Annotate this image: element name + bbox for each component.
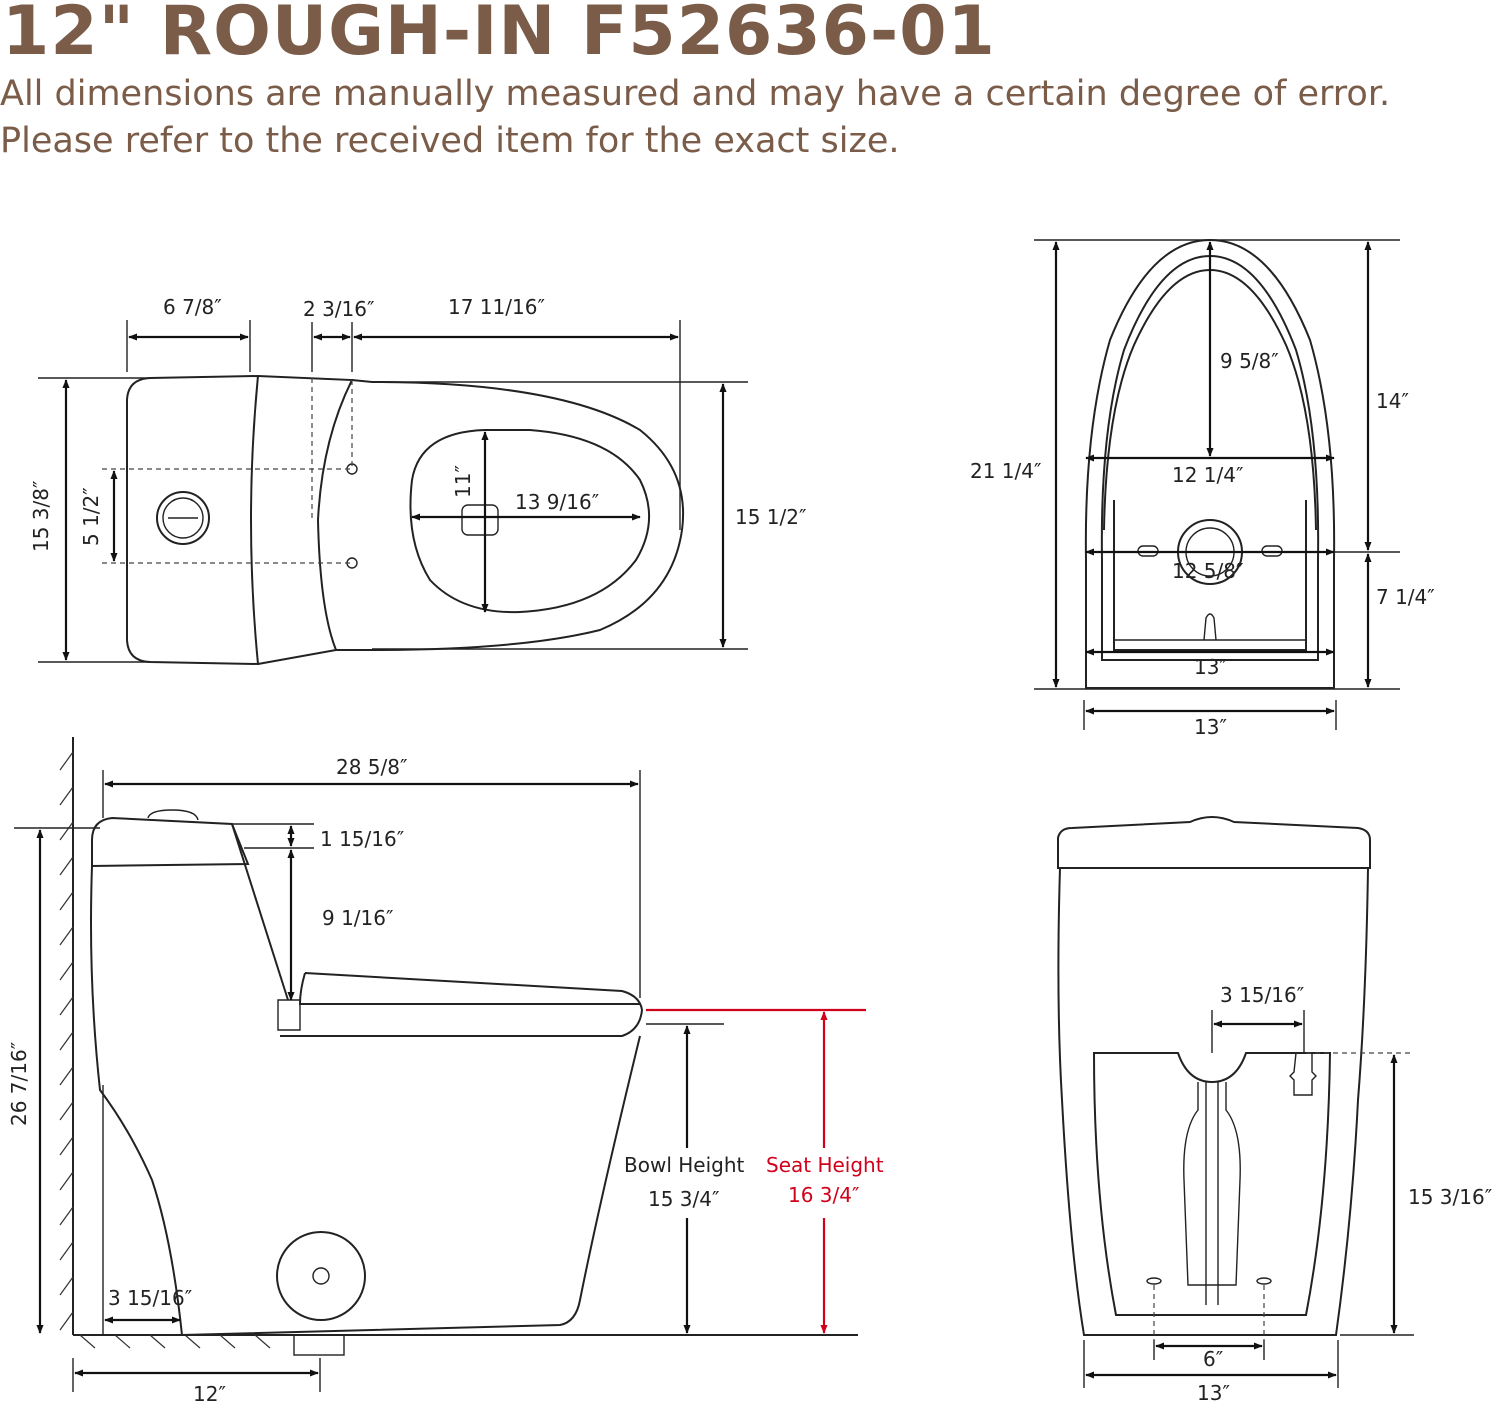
dim-lid-thickness: 1 15/16″	[320, 827, 404, 851]
dim-opening-length: 13 9/16″	[515, 490, 599, 514]
dim-base-outer: 13″	[1194, 715, 1227, 739]
rear-view-inlet	[1289, 1052, 1317, 1096]
side-view-lid	[91, 816, 250, 868]
side-view-seat	[280, 972, 644, 1037]
dim-rear-base-width: 13″	[1197, 1381, 1230, 1405]
rear-view: 3 15/16″ 15 3/16″ 6″ 13″	[1057, 816, 1492, 1405]
wall-hatch	[59, 751, 74, 1331]
dim-plan-overall-length: 21 1/4″	[970, 459, 1041, 483]
rear-view-bolt-right	[1256, 1277, 1272, 1285]
disclaimer-line-1: All dimensions are manually measured and…	[0, 74, 1391, 114]
dim-overall-width: 15 1/2″	[735, 505, 806, 529]
dim-upper-length: 14″	[1376, 389, 1409, 413]
dim-inlet-offset: 3 15/16″	[1220, 983, 1304, 1007]
floor-hatch	[79, 1334, 271, 1349]
side-view-outlet	[293, 1334, 345, 1356]
dim-lower-length: 7 1/4″	[1376, 585, 1435, 609]
rear-view-body	[1057, 867, 1369, 1336]
top-view: 6 7/8″ 2 3/16″ 17 11/16″ 15 3/8″ 5 1/2″ …	[29, 295, 806, 666]
dim-wall-gap: 3 15/16″	[108, 1286, 192, 1310]
top-view-drain	[461, 504, 499, 536]
dim-base-inner: 13″	[1194, 655, 1227, 679]
dim-side-overall-length: 28 5/8″	[336, 755, 407, 779]
top-view-neck	[257, 375, 354, 665]
dim-bowl-length: 17 11/16″	[448, 295, 545, 319]
dim-mid-width: 12 5/8″	[1172, 559, 1243, 583]
dim-inlet-height: 15 3/16″	[1408, 1185, 1492, 1209]
disclaimer-line-2: Please refer to the received item for th…	[0, 121, 900, 161]
bowl-height-value: 15 3/4″	[648, 1187, 719, 1211]
dim-bowl-depth: 11″	[451, 465, 475, 498]
dim-tank-width: 6 7/8″	[163, 295, 222, 319]
dim-bolt-spacing: 5 1/2″	[79, 487, 103, 546]
side-view-trap	[276, 1231, 366, 1321]
side-view-body	[90, 865, 183, 1336]
rear-view-trapway	[1183, 1082, 1241, 1286]
top-view-bowl	[336, 379, 684, 651]
dim-upper-width: 12 1/4″	[1172, 463, 1243, 487]
side-view: 28 5/8″ 1 15/16″ 9 1/16″ 26 7/16″ 3 15/1…	[7, 737, 900, 1405]
dim-inner-length: 9 5/8″	[1220, 349, 1279, 373]
seat-height-value: 16 3/4″	[788, 1183, 859, 1207]
bowl-height-label: Bowl Height	[624, 1153, 745, 1177]
dim-tank-depth: 15 3/8″	[29, 481, 53, 552]
rear-view-cavity	[1092, 1052, 1332, 1316]
dim-tank-to-seat: 9 1/16″	[322, 906, 393, 930]
side-view-bowl-front	[181, 1035, 641, 1336]
seat-height-label: Seat Height	[766, 1153, 884, 1177]
plan-view: 9 5/8″ 12 1/4″ 12 5/8″ 13″ 13″ 21 1/4″ 1…	[970, 238, 1435, 739]
rear-view-lid	[1057, 816, 1371, 869]
dim-overall-height: 26 7/16″	[7, 1042, 31, 1126]
top-view-bowl-opening	[409, 429, 650, 614]
page-title: 12" ROUGH-IN F52636-01	[2, 0, 996, 71]
side-view-flush-cap	[147, 809, 199, 821]
dim-rear-bolt-spacing: 6″	[1203, 1347, 1223, 1371]
dim-rough-in: 12″	[193, 1382, 226, 1405]
rear-view-bolt-left	[1146, 1277, 1162, 1285]
dim-gap: 2 3/16″	[303, 297, 374, 321]
top-view-tank	[126, 374, 260, 666]
top-view-flush-button	[156, 491, 210, 545]
